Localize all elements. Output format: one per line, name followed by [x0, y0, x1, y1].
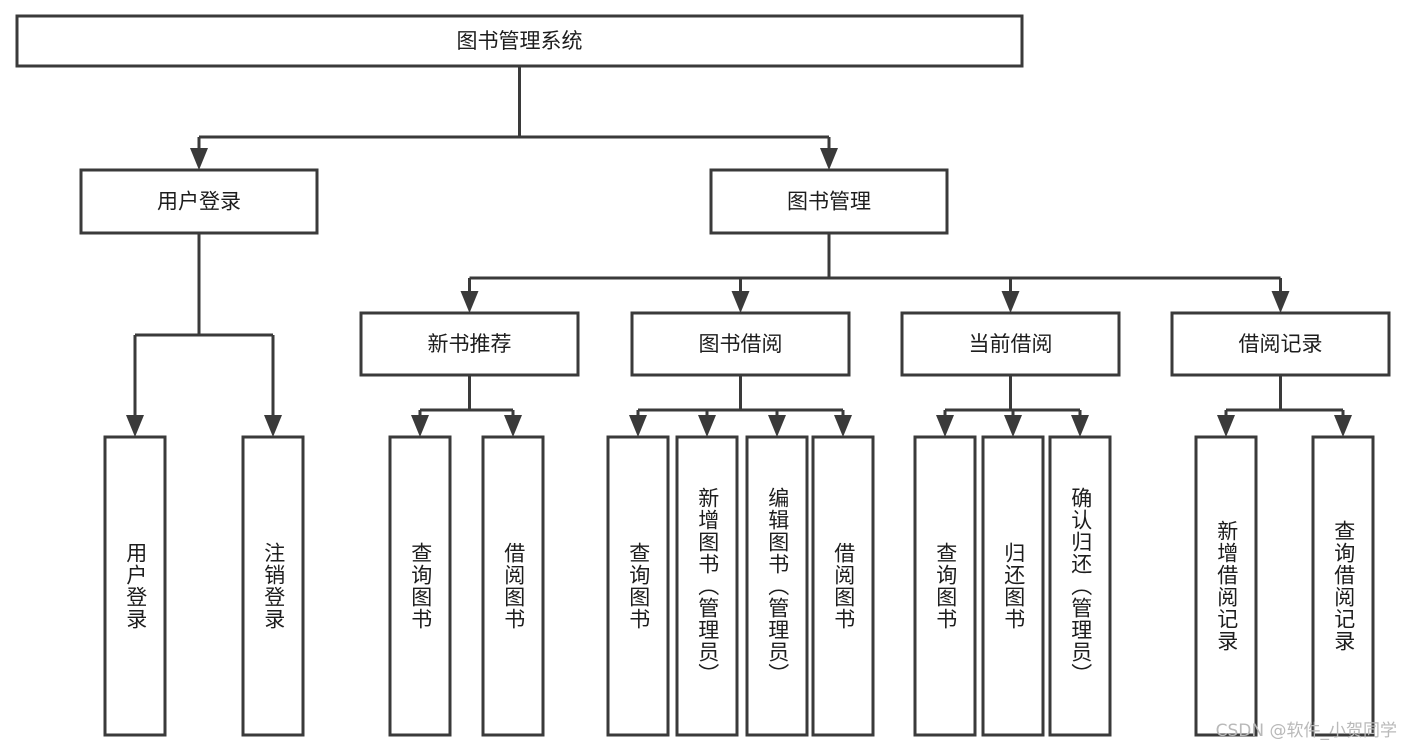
arrow-head-icon — [1001, 291, 1020, 313]
node-leaf-borrow-book[interactable] — [811, 435, 875, 737]
node-leaf-logout[interactable] — [241, 435, 305, 737]
node-leaf-query-book-borrow[interactable] — [606, 435, 670, 737]
arrow-head-icon — [768, 415, 786, 437]
node-current-borrow[interactable] — [900, 311, 1121, 377]
node-leaf-return-book[interactable] — [981, 435, 1045, 737]
node-new-book-rec-label: 新书推荐 — [428, 332, 512, 356]
arrow-head-icon — [834, 415, 852, 437]
arrow-head-icon — [411, 415, 429, 437]
node-leaf-confirm-return[interactable] — [1048, 435, 1112, 737]
connector-edges — [126, 66, 1352, 437]
arrow-head-icon — [504, 415, 522, 437]
node-leaf-query-book-rec[interactable] — [388, 435, 452, 737]
node-leaf-borrow-book-rec[interactable] — [481, 435, 545, 737]
arrow-head-icon — [820, 148, 838, 170]
arrow-head-icon — [629, 415, 647, 437]
arrow-head-icon — [126, 415, 144, 437]
node-leaf-user-login[interactable] — [103, 435, 167, 737]
arrow-head-icon — [1004, 415, 1022, 437]
node-user-login-label: 用户登录 — [157, 190, 241, 214]
node-book-borrow-label: 图书借阅 — [699, 332, 783, 356]
node-book-manage-label: 图书管理 — [787, 190, 871, 214]
node-leaf-add-book[interactable] — [675, 435, 739, 737]
node-leaf-query-record[interactable] — [1311, 435, 1375, 737]
node-borrow-record-label: 借阅记录 — [1239, 332, 1323, 356]
node-user-login[interactable] — [79, 168, 319, 235]
node-leaf-add-record[interactable] — [1194, 435, 1258, 737]
arrow-head-icon — [190, 148, 208, 170]
arrow-head-icon — [731, 291, 750, 313]
arrow-head-icon — [1334, 415, 1352, 437]
arrow-head-icon — [1271, 291, 1290, 313]
node-leaf-query-book-cur[interactable] — [913, 435, 977, 737]
arrow-head-icon — [1217, 415, 1235, 437]
node-book-borrow[interactable] — [630, 311, 851, 377]
arrow-head-icon — [264, 415, 282, 437]
arrow-head-icon — [1071, 415, 1089, 437]
node-borrow-record[interactable] — [1170, 311, 1391, 377]
node-boxes — [15, 14, 1391, 737]
node-root-system-label: 图书管理系统 — [457, 29, 583, 53]
node-leaf-edit-book[interactable] — [745, 435, 809, 737]
node-current-borrow-label: 当前借阅 — [969, 332, 1053, 356]
node-book-manage[interactable] — [709, 168, 949, 235]
node-new-book-rec[interactable] — [359, 311, 580, 377]
arrow-head-icon — [460, 291, 479, 313]
arrow-head-icon — [936, 415, 954, 437]
arrow-head-icon — [698, 415, 716, 437]
node-root-system[interactable] — [15, 14, 1024, 68]
